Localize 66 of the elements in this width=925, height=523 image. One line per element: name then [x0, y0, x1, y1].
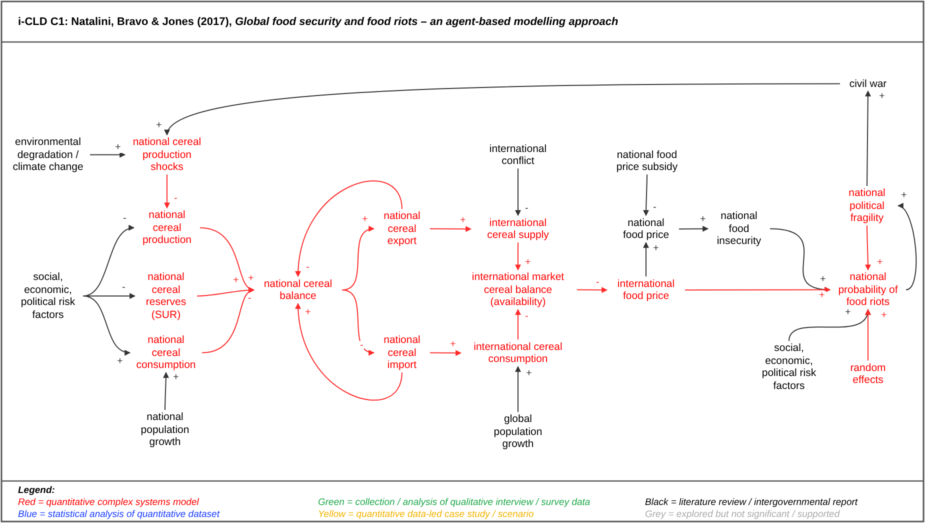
legend-entry: Blue = statistical analysis of quantitative dataset	[18, 509, 220, 520]
legend-entry: Black = literature review / intergovernmental report	[645, 497, 858, 508]
polarity-sign: +	[652, 244, 660, 254]
causal-arrow	[296, 302, 402, 401]
polarity-sign: +	[844, 308, 852, 318]
causal-arrow	[864, 225, 871, 271]
variable-label: national cereal export	[377, 210, 427, 248]
variable-label: international conflict	[482, 142, 554, 168]
causal-arrow	[897, 204, 917, 290]
variable-label: international cereal supply	[474, 216, 562, 242]
variable-label: random effects	[843, 362, 893, 386]
polarity-sign: +	[304, 308, 312, 318]
variable-label: national political fragility	[839, 187, 895, 224]
variable-label: national cereal reserves (SUR)	[138, 271, 194, 321]
variable-label: national probability of food riots	[833, 271, 903, 308]
variable-label: global population growth	[489, 413, 547, 450]
variable-label: national cereal consumption	[133, 334, 199, 372]
legend-heading: Legend:	[18, 485, 55, 496]
variable-label: national food insecurity	[711, 210, 767, 248]
causal-arrow	[162, 372, 169, 410]
causal-arrow	[864, 90, 871, 186]
variable-label: civil war	[843, 78, 893, 90]
causal-arrow	[430, 350, 462, 356]
causal-arrow	[865, 308, 871, 361]
variable-label: national cereal production shocks	[128, 136, 206, 174]
causal-arrow	[643, 174, 650, 216]
polarity-sign: +	[525, 368, 533, 378]
causal-arrow	[166, 83, 840, 136]
polarity-sign: +	[114, 142, 122, 153]
causal-arrow	[770, 228, 831, 292]
causal-arrow	[430, 226, 472, 232]
causal-arrow	[342, 290, 375, 355]
causal-arrow	[164, 174, 170, 209]
variable-label: national food price subsidy	[606, 148, 688, 174]
causal-arrow	[515, 308, 521, 340]
legend-entry: Red = quantitative complex systems model	[18, 497, 199, 508]
variable-label: social, economic, political risk factors	[16, 271, 80, 321]
causal-arrow	[576, 287, 608, 293]
variable-label: international market cereal balance (availability)	[462, 271, 574, 308]
causal-arrow	[90, 152, 126, 158]
causal-arrow	[678, 226, 709, 232]
legend-entry: Grey = explored but not significant / supported	[645, 509, 840, 520]
diagram-title: i-CLD C1: Natalini, Bravo & Jones (2017), Global food security and food riots – an agent-based modelling approach	[18, 16, 618, 28]
variable-label: international food price	[610, 278, 682, 302]
causal-arrow	[296, 180, 402, 278]
causal-arrow	[515, 366, 521, 412]
variable-label: social, economic, political risk factors	[757, 342, 821, 392]
polarity-sign: +	[172, 372, 180, 382]
variable-label: national food price	[616, 216, 676, 242]
causal-arrow	[82, 226, 135, 296]
variable-label: national cereal production	[137, 209, 197, 246]
causal-arrow	[82, 296, 131, 355]
variable-label: national cereal import	[377, 334, 427, 372]
causal-arrow	[684, 286, 831, 293]
legend-entry: Green = collection / analysis of qualitative interview / survey data	[318, 497, 590, 508]
causal-arrow	[515, 168, 521, 216]
causal-arrow	[643, 242, 649, 277]
polarity-sign: +	[880, 310, 888, 320]
polarity-sign: -	[359, 340, 364, 351]
variable-label: national cereal balance	[257, 278, 339, 302]
variable-label: environmental degradation / climate change	[9, 136, 87, 174]
legend-entry: Yellow = quantitative data-led case study / scenario	[318, 509, 534, 520]
variable-label: international cereal consumption	[464, 340, 572, 366]
causal-arrow	[515, 242, 521, 271]
variable-label: national population growth	[136, 411, 194, 448]
causal-arrow	[202, 288, 255, 354]
